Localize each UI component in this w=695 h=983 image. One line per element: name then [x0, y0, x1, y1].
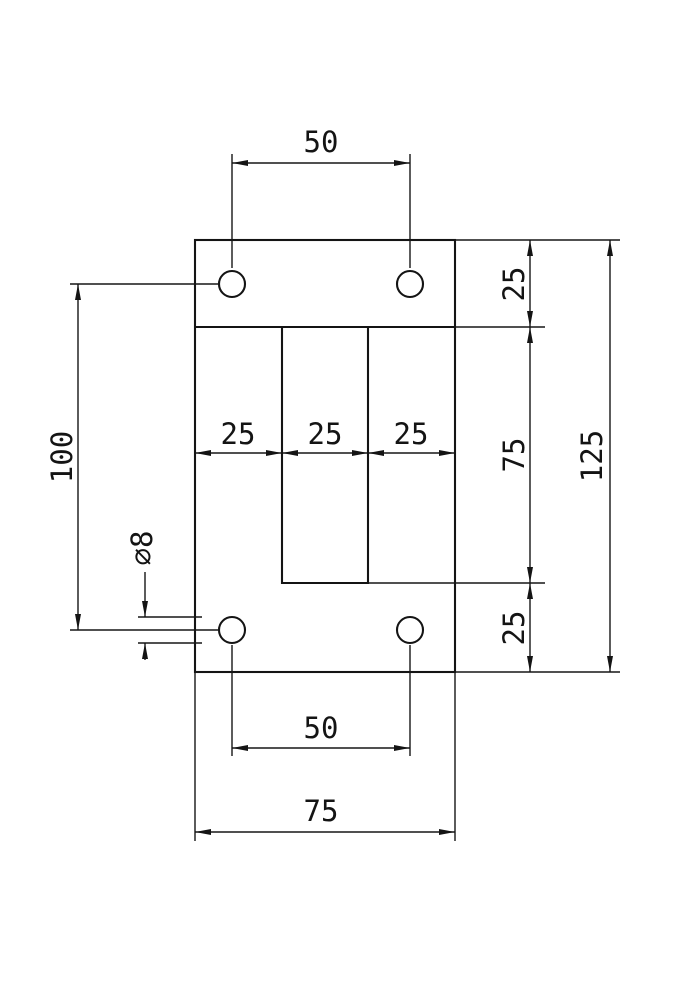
dim-middle-chain: 25 25 25 [195, 417, 455, 456]
dim-label-left-100: 100 [45, 431, 79, 483]
dim-label-right-bottom-25: 25 [497, 611, 531, 646]
hole-bottom-left [217, 615, 247, 645]
slot-outline [280, 327, 370, 585]
dim-label-right-top-25: 25 [497, 267, 531, 302]
dim-label-mid-left-25: 25 [221, 417, 256, 451]
dim-total-height: 125 [575, 240, 613, 672]
dim-label-right-mid-75: 75 [497, 438, 531, 473]
dim-label-mid-right-25: 25 [394, 417, 429, 451]
plate-outline [193, 238, 457, 674]
dim-left-hole-spacing: 100 [45, 283, 219, 631]
dim-bottom-hole-spacing: 50 [231, 645, 411, 756]
hole-top-left [217, 269, 247, 299]
dim-label-total-width-75: 75 [304, 794, 339, 828]
part-outline [193, 238, 457, 674]
dim-label-bottom-50: 50 [304, 711, 339, 745]
dim-total-width: 75 [194, 672, 456, 841]
dim-top-hole-spacing: 50 [231, 125, 411, 268]
dim-label-hole-diameter: ⌀8 [125, 531, 159, 566]
dim-label-total-height-125: 125 [575, 430, 609, 482]
hole-top-right [395, 269, 425, 299]
dim-hole-diameter: ⌀8 [125, 531, 202, 660]
dim-right-chain: 25 75 25 [368, 239, 620, 673]
dim-label-top-50: 50 [304, 125, 339, 159]
hole-bottom-right [395, 615, 425, 645]
dim-label-mid-slot-25: 25 [308, 417, 343, 451]
